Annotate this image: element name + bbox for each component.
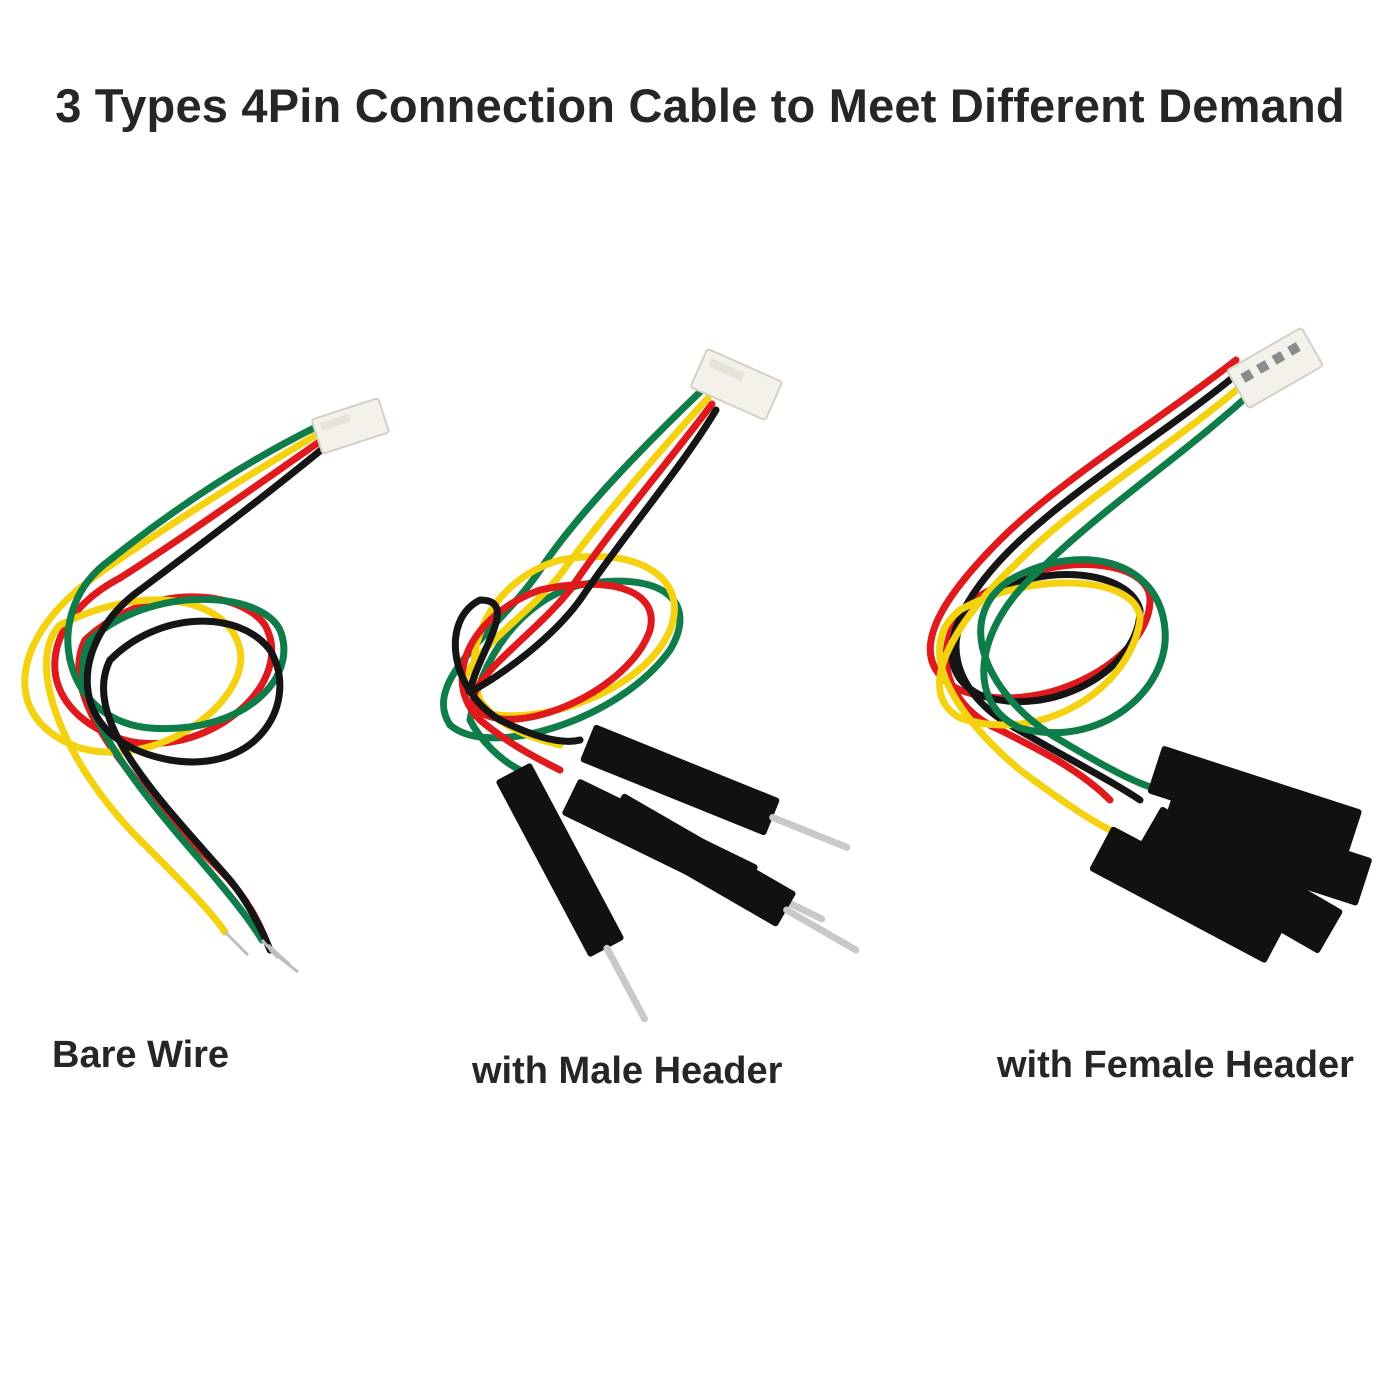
male-header-label: with Male Header: [472, 1050, 783, 1092]
wire-green: [64, 424, 318, 944]
wire-green: [977, 386, 1258, 794]
female-header-socket: [1137, 806, 1343, 954]
bare-wire-cable: [21, 397, 390, 974]
wire-red: [458, 400, 716, 774]
male-header-pin: [580, 724, 851, 851]
male-header-cable: [440, 348, 860, 1023]
wire-black: [83, 442, 330, 954]
male-header-pin: [496, 763, 649, 1023]
wire-black: [451, 406, 720, 745]
female-header-cable: [926, 327, 1372, 963]
wire-green: [440, 388, 704, 774]
jst-connector-housing: [690, 348, 783, 421]
page-title: 3 Types 4Pin Connection Cable to Meet Di…: [55, 79, 1345, 132]
female-header-socket: [1147, 746, 1362, 857]
female-header-socket: [1158, 794, 1372, 906]
female-header-socket: [1089, 826, 1288, 963]
bare-tip: [269, 948, 299, 974]
jst-connector-housing: [1226, 327, 1324, 409]
bare-tip: [223, 930, 250, 957]
wire-yellow: [460, 394, 712, 749]
female-header-label: with Female Header: [997, 1044, 1354, 1086]
wire-yellow: [936, 376, 1252, 834]
jst-connector-housing: [311, 397, 390, 455]
bare-wire-label: Bare Wire: [52, 1034, 230, 1076]
male-header-pin: [604, 793, 860, 954]
